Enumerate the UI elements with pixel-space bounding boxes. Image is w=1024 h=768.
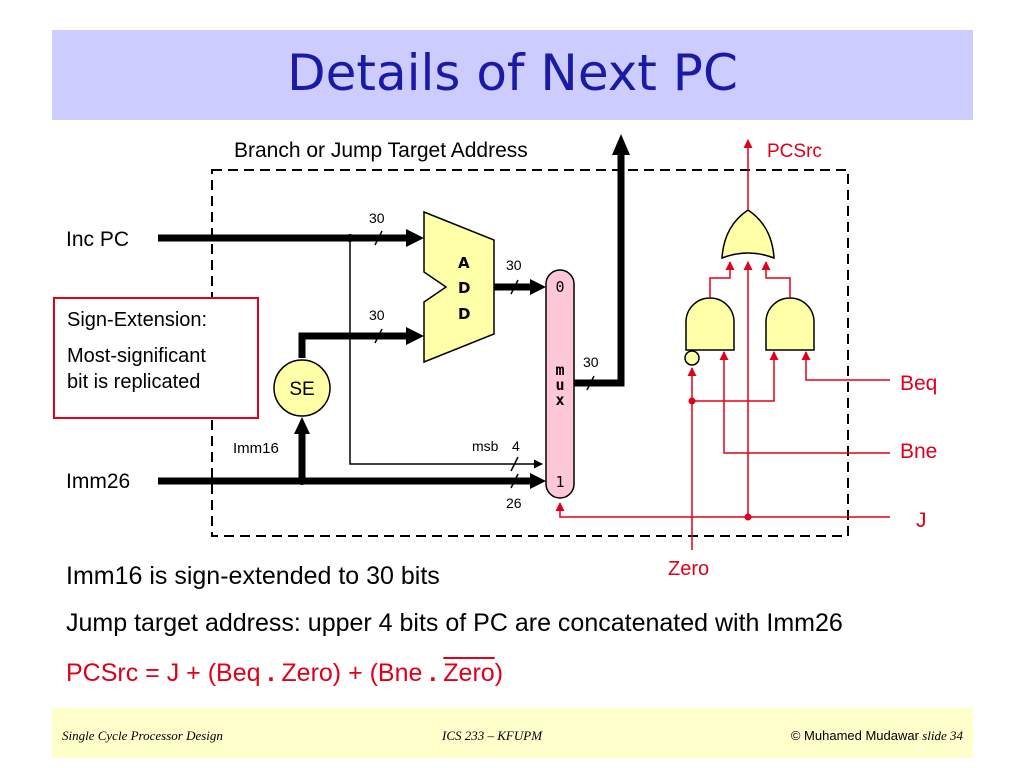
msb-label: msb xyxy=(472,438,499,454)
j-label: J xyxy=(916,509,927,532)
inc-pc-arrowhead xyxy=(406,229,424,247)
width-label-msb: 4 xyxy=(512,438,520,454)
eq-part1: PCSrc = J + (Beq xyxy=(66,659,261,687)
width-tick-se-out xyxy=(374,328,383,344)
footer-credit: © Muhamed Mudawar slide 34 xyxy=(791,728,963,744)
eq-close: ) xyxy=(494,659,504,687)
width-label-adder-out: 30 xyxy=(506,257,522,273)
title-bar: Details of Next PC xyxy=(52,30,973,120)
and-gate-beq xyxy=(685,297,735,351)
sign-extend-label: SE xyxy=(289,379,314,400)
mux-input-1: 1 xyxy=(555,473,564,491)
and-bne-to-or-wire xyxy=(761,261,791,298)
pcsrc-label: PCSrc xyxy=(767,141,822,162)
width-tick-adder-out xyxy=(510,279,519,295)
callout-line-3: bit is replicated xyxy=(67,371,201,393)
se-output-bus xyxy=(298,332,410,358)
mux-input-0: 0 xyxy=(555,278,564,296)
adder xyxy=(423,210,495,364)
eq-zero-bar: Zero xyxy=(443,659,495,687)
pcsrc-equation: PCSrc = J + (Beq . Zero) + (Bne . Zero) xyxy=(66,659,503,688)
zero-to-bne-and-wire xyxy=(692,351,779,402)
eq-and-dot-1: . xyxy=(267,659,275,687)
se-output-arrowhead xyxy=(406,327,424,345)
width-label-mux-out: 30 xyxy=(583,354,599,370)
imm26-arrowhead xyxy=(530,473,546,489)
mux-output-bus xyxy=(574,152,625,387)
zero-junction xyxy=(688,397,696,405)
imm16-arrowhead xyxy=(294,417,310,434)
adder-output-arrowhead xyxy=(530,279,546,295)
width-label-imm26: 26 xyxy=(506,495,522,511)
zero-inverter-bubble xyxy=(684,350,700,366)
width-label-inc-pc: 30 xyxy=(369,210,385,226)
mux-letter-u: u xyxy=(555,376,564,394)
sign-extension-callout: Sign-Extension: Most-significant bit is … xyxy=(53,297,259,419)
adder-letter-d2: D xyxy=(458,305,470,323)
footer-course: Single Cycle Processor Design xyxy=(62,728,223,743)
beq-label: Beq xyxy=(900,372,937,395)
slide-title: Details of Next PC xyxy=(287,44,738,102)
j-wire xyxy=(555,502,890,518)
imm26-label: Imm26 xyxy=(66,470,130,493)
inc-pc-label: Inc PC xyxy=(66,228,129,251)
sign-extend-unit xyxy=(273,359,331,417)
width-tick-imm26 xyxy=(510,473,519,489)
imm16-label: Imm16 xyxy=(233,440,279,457)
zero-label: Zero xyxy=(668,558,709,580)
bne-label: Bne xyxy=(900,440,937,463)
target-address-label: Branch or Jump Target Address xyxy=(234,139,528,162)
callout-title: Sign-Extension: xyxy=(67,309,208,331)
width-tick-inc-pc xyxy=(374,230,383,246)
and-gate-bne xyxy=(765,297,815,351)
note-jump-target: Jump target address: upper 4 bits of PC … xyxy=(66,609,843,637)
footer-institution: ICS 233 – KFUPM xyxy=(442,728,543,743)
or-gate xyxy=(721,209,775,260)
adder-letter-d1: D xyxy=(458,279,470,297)
callout-line-2: Most-significant xyxy=(67,345,206,367)
width-tick-mux-out xyxy=(586,375,595,391)
note-sign-extend: Imm16 is sign-extended to 30 bits xyxy=(66,562,440,590)
footer-slide-number: slide 34 xyxy=(922,728,963,743)
adder-letter-a: A xyxy=(458,254,470,272)
and-beq-to-or-wire xyxy=(709,261,735,298)
pc-upper-bits-wire xyxy=(349,238,543,469)
eq-and-dot-2: . xyxy=(429,659,437,687)
eq-part2: Zero) + (Bne xyxy=(281,659,423,687)
width-label-se-out: 30 xyxy=(369,307,385,323)
beq-wire xyxy=(801,351,890,381)
width-tick-msb xyxy=(510,456,519,472)
bne-wire xyxy=(719,351,890,454)
next-pc-boundary xyxy=(211,169,849,537)
mux-letter-m: m xyxy=(555,361,564,379)
j-junction xyxy=(744,513,752,521)
footer-author: © Muhamed Mudawar xyxy=(790,728,919,743)
mux-letter-x: x xyxy=(555,391,564,409)
target-arrowhead xyxy=(612,134,630,155)
footer: Single Cycle Processor Design ICS 233 – … xyxy=(52,708,973,758)
